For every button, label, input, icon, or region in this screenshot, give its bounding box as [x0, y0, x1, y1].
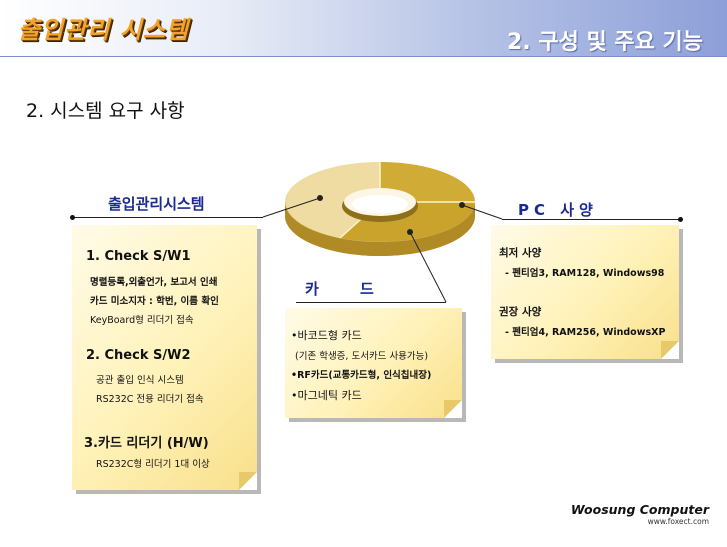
footer-url: www.foxect.com	[647, 517, 709, 526]
connector-system-diag	[262, 197, 321, 218]
section-1-line-1: 명렬등록,외출언가, 보고서 인쇄	[90, 277, 218, 288]
connector-pc-end	[678, 217, 683, 222]
app-title: 출입관리 시스템	[18, 16, 189, 44]
connector-system-line	[73, 217, 263, 218]
card-item-3: •RF카드(교통카드형, 인식칩내장)	[291, 370, 432, 381]
label-card: 카 드	[305, 280, 392, 298]
rec-spec-title: 권장 사양	[499, 306, 542, 318]
connector-system-end	[70, 215, 75, 220]
connector-card-line	[296, 302, 446, 303]
donut-svg	[285, 162, 475, 256]
note-system-software: 1. Check S/W1 명렬등록,외출언가, 보고서 인쇄 카드 미소지자 …	[72, 225, 257, 490]
page-curl	[661, 341, 679, 359]
page-curl	[444, 400, 462, 418]
note-card-types: •바코드형 카드 (기존 학생증, 도서카드 사용가능) •RF카드(교통카드형…	[285, 308, 462, 418]
section-1-line-3: KeyBoard형 리더기 접속	[90, 315, 194, 326]
page-heading: 2. 시스템 요구 사항	[26, 100, 185, 122]
connector-card-diag	[409, 231, 447, 303]
donut-diagram	[280, 150, 480, 265]
donut-segment-system	[286, 162, 380, 238]
card-item-1: •바코드형 카드	[291, 329, 362, 342]
card-item-2: (기존 학생증, 도서카드 사용가능)	[295, 351, 429, 362]
section-title-1: 1. Check S/W1	[86, 249, 191, 264]
label-pc-spec: PC 사양	[518, 201, 598, 219]
section-2-line-1: 공관 출입 인식 시스템	[96, 375, 184, 386]
section-title-2: 2. Check S/W2	[86, 348, 191, 363]
min-spec-title: 최저 사양	[499, 247, 542, 259]
section-1-line-2: 카드 미소지자 : 학번, 이름 확인	[90, 296, 219, 307]
min-spec-value: - 펜티엄3, RAM128, Windows98	[505, 268, 665, 279]
note-pc-spec: 최저 사양 - 펜티엄3, RAM128, Windows98 권장 사양 - …	[491, 225, 679, 359]
section-title-3: 3.카드 리더기 (H/W)	[84, 436, 209, 451]
section-title: 2. 구성 및 주요 기능	[507, 30, 703, 55]
page-curl	[239, 472, 257, 490]
footer-brand: Woosung Computer	[570, 502, 709, 517]
header-bar	[0, 0, 727, 57]
connector-pc-diag	[461, 204, 503, 220]
connector-pc-line	[502, 219, 680, 220]
section-2-line-2: RS232C 전용 리더기 접속	[96, 394, 204, 405]
section-3-line-1: RS232C형 리더기 1대 이상	[96, 459, 210, 470]
header-divider	[0, 56, 727, 57]
card-item-4: •마그네틱 카드	[291, 389, 362, 402]
rec-spec-value: - 펜티엄4, RAM256, WindowsXP	[505, 327, 666, 338]
label-system: 출입관리시스템	[108, 195, 205, 213]
donut-hole-shade	[352, 195, 408, 213]
